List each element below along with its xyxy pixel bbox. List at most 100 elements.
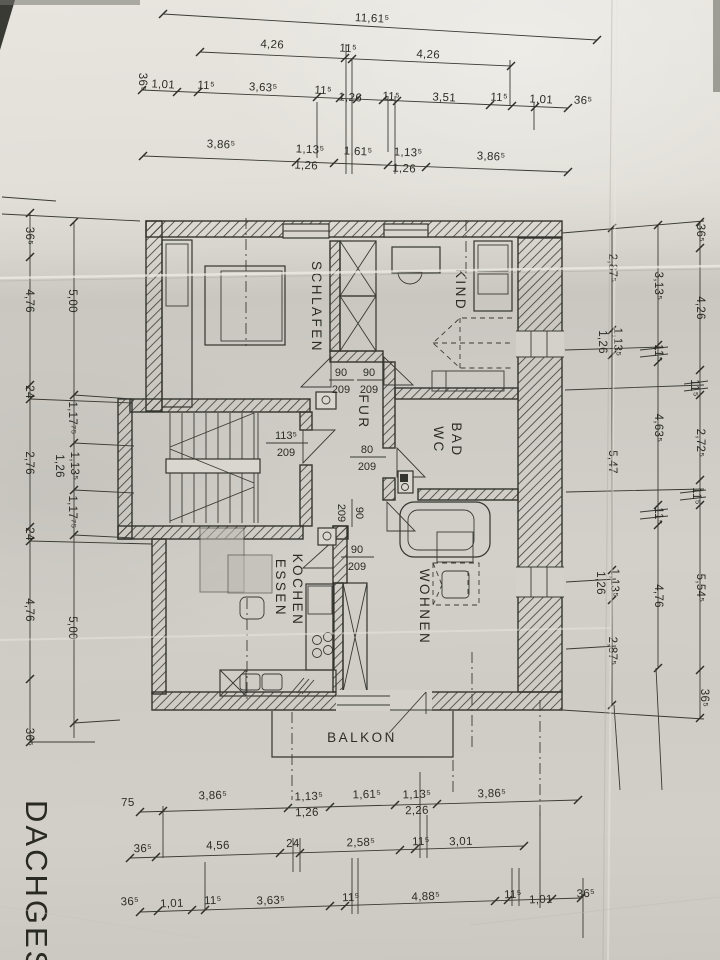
dim-label: 24 — [23, 385, 35, 399]
dim-label: 3,86⁵ — [198, 790, 227, 803]
dim-label: 11⁵ — [412, 836, 430, 848]
dim-label: 3,01 — [449, 836, 473, 849]
dim-label: 4,26 — [694, 296, 706, 320]
dim-label: 4,26 — [416, 48, 440, 61]
door-width-label: 80 — [361, 444, 373, 456]
dim-label: 11⁵ — [342, 892, 360, 905]
dimension-lines-right — [561, 217, 709, 791]
dim-label: 2,76 — [23, 451, 35, 475]
room-label-wohnen: WOHNEN — [417, 569, 432, 646]
dim-label: 1,13⁵ — [68, 452, 80, 481]
dim-label: 3,86⁵ — [477, 150, 506, 163]
dim-label: 3,13⁵ — [652, 272, 664, 301]
room-label-balkon: BALKON — [327, 730, 397, 745]
dim-label: 24 — [23, 527, 35, 541]
door-height-label: 209 — [358, 461, 376, 473]
schlafen-furniture — [161, 218, 286, 408]
dim-label: 3,63⁵ — [249, 81, 278, 94]
room-label-essen: ESSEN — [273, 559, 288, 617]
door-width-label: 90 — [353, 507, 365, 519]
dim-label: 36⁵ — [134, 843, 153, 855]
photo-edge-shadows — [0, 0, 720, 92]
dim-label: 11⁵ — [504, 889, 522, 902]
dim-label: 1,17⁷⁵ — [66, 401, 78, 434]
dimension-text-left: 36⁵ 4,76 24 2,76 24 4,76 36⁵ 5,00 1,17⁷⁵… — [23, 227, 80, 746]
door-width-label: 113⁵ — [275, 430, 297, 442]
dim-label: 11⁵ — [339, 43, 357, 56]
dimension-lines-left — [1, 196, 153, 747]
room-label-bad: BAD — [449, 422, 464, 457]
staircase — [165, 412, 261, 523]
dim-label: 1,13⁵ — [402, 789, 431, 802]
dim-label: 2,72⁵ — [694, 429, 706, 458]
dim-label: 24 — [286, 838, 300, 850]
dim-label: 36⁵ — [136, 73, 148, 91]
dim-label: 1,61⁵ — [344, 145, 373, 158]
door-height-label: 209 — [332, 384, 350, 396]
dim-label: 11⁵ — [382, 91, 400, 104]
door-width-label: 90 — [335, 367, 347, 379]
balcony-outline — [271, 652, 541, 816]
dim-label: 1,13⁵ — [394, 146, 423, 159]
dim-label: 4,76 — [23, 289, 35, 313]
door-height-label: 209 — [348, 561, 366, 573]
dim-label: 11⁵ — [204, 895, 222, 908]
dim-label: 36⁵ — [23, 728, 35, 746]
dim-label: 3,86⁵ — [477, 788, 506, 801]
dim-label: 36⁵ — [694, 224, 706, 242]
dim-label: 3,86⁵ — [207, 138, 236, 151]
dimension-lines-top — [137, 9, 602, 177]
room-label-kind: KIND — [453, 269, 468, 311]
dim-label: 11⁵ — [314, 85, 332, 98]
door-height-label: 209 — [360, 384, 378, 396]
dim-label: 3,51 — [432, 91, 456, 104]
dim-label: 1,26 — [294, 159, 318, 172]
dimension-lines-bottom — [125, 772, 586, 938]
dim-label: 2,58⁵ — [346, 837, 375, 850]
dim-label: 1,01 — [529, 93, 553, 106]
wohnen-furniture — [399, 501, 491, 606]
dim-label: 1,26 — [392, 162, 416, 175]
dim-label: 1,01 — [529, 894, 553, 907]
dim-label: 11⁵ — [688, 379, 700, 397]
room-label-wc: WC — [431, 426, 446, 454]
dim-label: 1,26 — [594, 571, 606, 595]
room-label-flur: FUR — [356, 394, 371, 429]
dim-label: 36⁵ — [574, 95, 593, 108]
dim-label: 4,76 — [23, 598, 35, 622]
door-width-label: 90 — [351, 544, 363, 556]
dim-label: 75 — [121, 797, 135, 809]
dim-label: 1,17⁷⁵ — [66, 495, 78, 528]
dim-label: 5,54⁵ — [694, 574, 706, 603]
dim-label: 4,76 — [652, 584, 664, 608]
dim-label: 5,00 — [66, 289, 78, 313]
dimension-text-top: 11,61⁵ 4,26 11⁵ 4,26 36⁵ 1,01 11⁵ 3,63⁵ … — [136, 12, 593, 175]
exterior-walls — [117, 220, 563, 711]
kind-furniture — [391, 220, 513, 392]
dim-label: 4,26 — [260, 38, 284, 51]
dim-label: 5,00 — [66, 616, 78, 640]
windows — [282, 223, 564, 711]
dim-label: 1,13⁵ — [296, 143, 325, 156]
door-height-label: 209 — [277, 447, 295, 459]
dimension-text-right: 2,87⁵ 1,26 1,13⁵ 5,47 1,13⁵ 1,26 2,87⁵ 3… — [594, 224, 710, 707]
dimension-text-bottom: 75 3,86⁵ 1,13⁵ 1,26 1,61⁵ 1,13⁵ 2,26 3,8… — [120, 788, 595, 911]
dim-label: 36⁵ — [120, 896, 139, 909]
dim-label: 1,26 — [338, 91, 362, 104]
kitchen-furniture — [199, 527, 337, 700]
dim-label: 36⁵ — [23, 227, 35, 245]
interior-walls — [299, 240, 519, 693]
dim-label: 36⁵ — [698, 689, 710, 707]
floor-title: DACHGESCH — [19, 800, 54, 960]
dim-label: 1,61⁵ — [352, 789, 381, 802]
dim-label: 36⁵ — [576, 888, 595, 901]
door-width-label: 90 — [363, 367, 375, 379]
dim-label: 11⁵ — [490, 92, 508, 105]
dim-label: 4,88⁵ — [411, 891, 440, 904]
dim-label: 11⁵ — [690, 487, 702, 505]
room-label-kochen: KOCHEN — [290, 554, 305, 627]
dim-label: 4,63⁵ — [652, 414, 664, 443]
dim-label: 3,63⁵ — [256, 895, 285, 908]
